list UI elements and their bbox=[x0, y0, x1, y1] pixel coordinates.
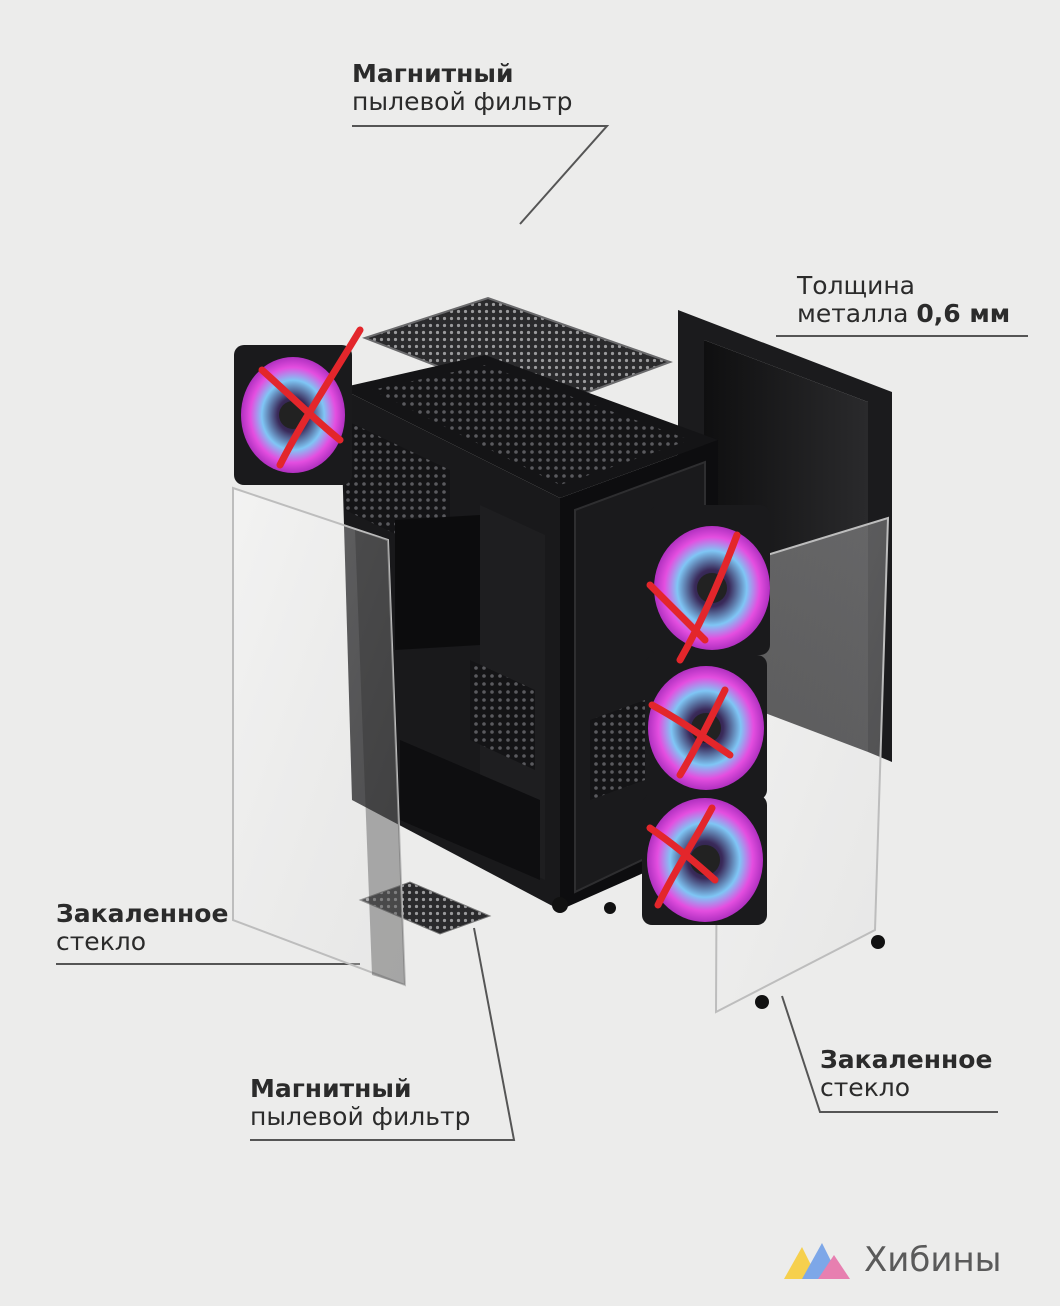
label-line: металла 0,6 мм bbox=[797, 300, 1010, 328]
leader-bottom-filter bbox=[250, 927, 516, 1141]
label-glass-left: Закаленное стекло bbox=[56, 900, 228, 956]
rgb-fan-icon bbox=[234, 345, 352, 485]
mountain-logo-icon bbox=[784, 1243, 850, 1279]
leader-top-filter bbox=[352, 125, 610, 225]
label-bottom-dust-filter: Магнитный пылевой фильтр bbox=[250, 1075, 470, 1131]
label-glass-right: Закаленное стекло bbox=[820, 1046, 992, 1102]
cross-mark-icon bbox=[258, 326, 364, 469]
label-line: пылевой фильтр bbox=[250, 1102, 471, 1131]
label-line: пылевой фильтр bbox=[352, 87, 573, 116]
label-metal-thickness: Толщина металла 0,6 мм bbox=[797, 272, 1010, 328]
glass-panel-left bbox=[232, 486, 407, 987]
label-line: Магнитный bbox=[250, 1074, 412, 1103]
label-line: стекло bbox=[56, 927, 147, 956]
leader-lines bbox=[56, 125, 1028, 1141]
rgb-fan-icon bbox=[650, 505, 770, 655]
label-line: Закаленное bbox=[820, 1045, 993, 1074]
cross-mark-icon bbox=[648, 686, 734, 779]
cross-mark-icon bbox=[646, 531, 741, 664]
cross-mark-icon bbox=[646, 804, 719, 909]
label-text: металла bbox=[797, 299, 917, 328]
label-line: Магнитный bbox=[352, 59, 514, 88]
label-value: 0,6 мм bbox=[916, 299, 1011, 328]
label-top-dust-filter: Магнитный пылевой фильтр bbox=[352, 60, 572, 116]
watermark-text: Хибины bbox=[864, 1240, 1002, 1280]
label-line: стекло bbox=[820, 1073, 911, 1102]
leader-glass-right bbox=[781, 995, 998, 1113]
rgb-fan-icon bbox=[642, 795, 767, 925]
label-line: Закаленное bbox=[56, 899, 229, 928]
watermark: Хибины bbox=[782, 1237, 1002, 1283]
label-line: Толщина bbox=[797, 271, 916, 300]
